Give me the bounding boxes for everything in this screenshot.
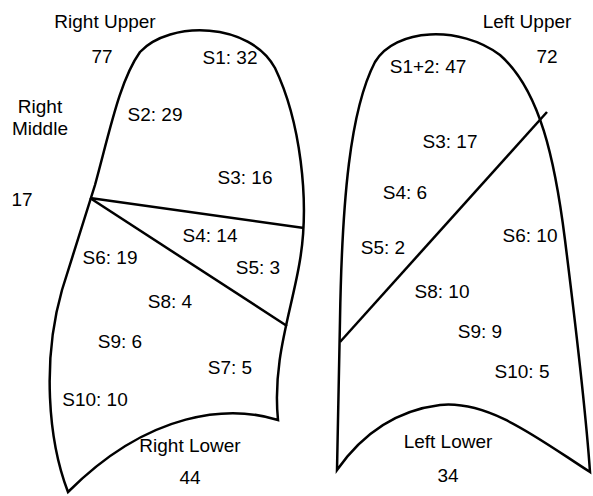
right-lung-outline <box>50 30 304 492</box>
lobe-count: 44 <box>179 467 200 489</box>
lobe-count: 34 <box>437 465 458 487</box>
segment-label: S4: 14 <box>183 225 238 247</box>
segment-label: S5: 2 <box>361 237 405 259</box>
segment-label: S2: 29 <box>128 104 183 126</box>
left-lung-outline <box>337 34 590 472</box>
segment-label: S6: 10 <box>503 225 558 247</box>
lobe-count: 72 <box>536 46 557 68</box>
segment-label: S7: 5 <box>208 357 252 379</box>
lobe-label: Right Upper <box>54 11 155 33</box>
segment-label: S8: 10 <box>415 281 470 303</box>
segment-label: S3: 17 <box>423 131 478 153</box>
lobe-label: Left Upper <box>483 11 572 33</box>
segment-label: S9: 9 <box>458 321 502 343</box>
lobe-count: 77 <box>91 46 112 68</box>
segment-label: S4: 6 <box>383 182 427 204</box>
lobe-label: Right Lower <box>139 435 240 457</box>
horizontal-fissure <box>90 198 304 228</box>
segment-label: S9: 6 <box>98 331 142 353</box>
segment-label: S1+2: 47 <box>390 56 467 78</box>
lobe-count: 17 <box>11 189 32 211</box>
segment-label: S1: 32 <box>203 47 258 69</box>
segment-label: S10: 10 <box>62 389 128 411</box>
lobe-label: Left Lower <box>404 431 493 453</box>
segment-label: S5: 3 <box>236 257 280 279</box>
segment-label: S10: 5 <box>495 361 550 383</box>
segment-label: S3: 16 <box>218 167 273 189</box>
lobe-label: Right Middle <box>4 96 76 140</box>
segment-label: S8: 4 <box>148 291 192 313</box>
segment-label: S6: 19 <box>83 247 138 269</box>
